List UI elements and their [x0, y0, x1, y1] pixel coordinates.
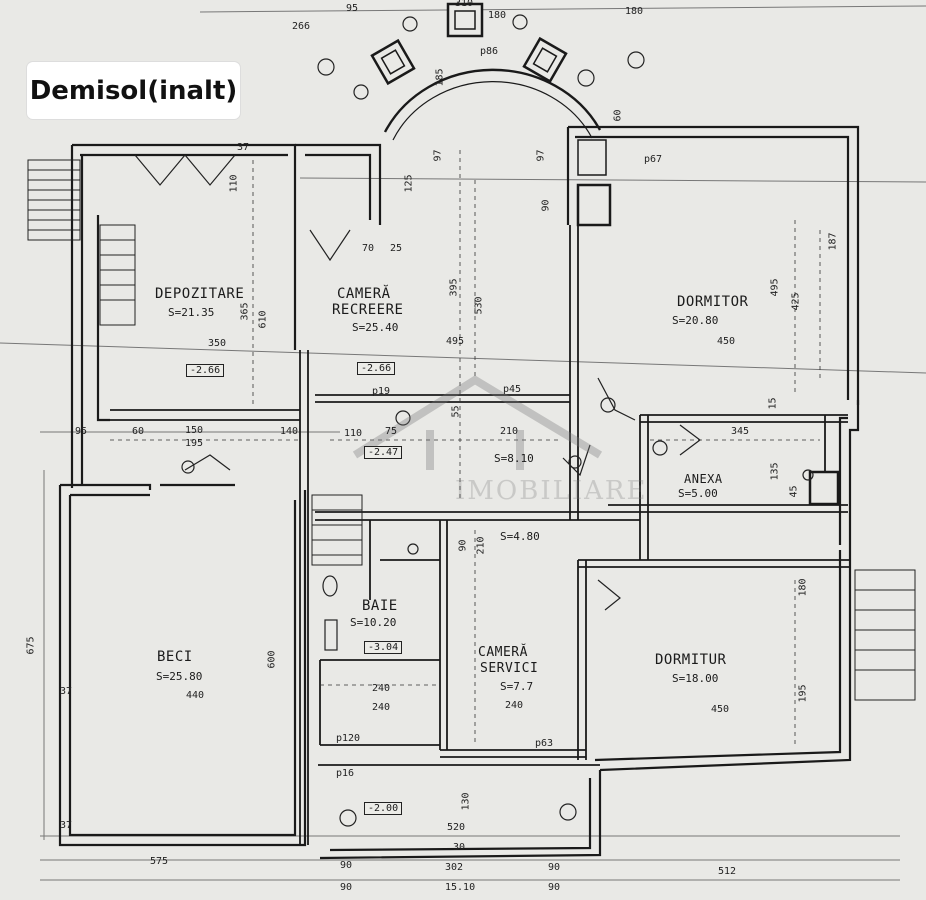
dim-bottom: 15.10: [445, 882, 476, 893]
dim-label: 90: [457, 539, 469, 552]
dim-label: 187: [827, 232, 839, 251]
room-dormitor-area: S=20.80: [672, 314, 719, 327]
dim-label: 240: [505, 700, 524, 711]
dim-bottom: 90: [548, 882, 561, 893]
dim-label: 195: [185, 438, 204, 449]
dim-label: 450: [711, 704, 730, 715]
dim-label: 495: [769, 278, 781, 297]
room-dormitur-label: DORMITUR: [655, 652, 727, 668]
pillar-label: p86: [480, 46, 499, 57]
level-marker: -2.66: [357, 362, 396, 375]
level-marker: -2.00: [364, 802, 403, 815]
dim-bottom: 575: [150, 856, 169, 867]
room-anexa-label: ANEXA: [684, 472, 723, 486]
room-beci-label: BECI: [157, 649, 193, 665]
dim-label: 210: [500, 426, 519, 437]
dim-label: 25: [390, 243, 403, 254]
dim-left: 675: [25, 636, 37, 655]
room-beci-area: S=25.80: [156, 670, 203, 683]
room-baie-label: BAIE: [362, 598, 398, 614]
dim-label: 450: [717, 336, 736, 347]
dim-label: 75: [385, 426, 398, 437]
dim-label: 520: [447, 822, 466, 833]
room-depozitare-area: S=21.35: [168, 306, 215, 319]
dim-label: 125: [403, 174, 415, 193]
dim-label: 185: [434, 68, 446, 87]
dim-bottom: 90: [548, 862, 561, 873]
pillar-label: p67: [644, 154, 663, 165]
dim-label: 95: [75, 426, 88, 437]
room-baie-area: S=10.20: [350, 616, 397, 629]
room-recreere-label-1: CAMERĂ: [337, 286, 391, 302]
dim-label: 90: [540, 199, 552, 212]
pillar-label: p19: [372, 386, 391, 397]
dim-label: 60: [132, 426, 145, 437]
dim-top: 180: [488, 10, 507, 21]
dim-label: 365: [239, 302, 251, 321]
dim-label: 140: [280, 426, 299, 437]
dim-bottom: 90: [340, 882, 353, 893]
dim-top: 266: [292, 21, 311, 32]
dim-label: 425: [790, 292, 802, 311]
dim-top: 180: [625, 6, 644, 17]
dim-label: 110: [344, 428, 363, 439]
room-hol-area: S=8.10: [494, 452, 534, 465]
dim-label: 70: [362, 243, 375, 254]
dim-label: 440: [186, 690, 205, 701]
room-dormitur-area: S=18.00: [672, 672, 719, 685]
dim-left: 37: [60, 820, 73, 831]
level-marker: -2.66: [186, 364, 225, 377]
dim-label: 495: [446, 336, 465, 347]
dim-label: 195: [797, 684, 809, 703]
dim-label: 210: [475, 536, 487, 555]
pillar-label: p120: [336, 733, 361, 744]
dim-label: 345: [731, 426, 750, 437]
dim-left: 37: [60, 686, 73, 697]
floor-level-badge: Demisol(inalt): [27, 62, 240, 119]
dim-label: 60: [612, 109, 624, 122]
dim-label: 150: [185, 425, 204, 436]
dim-label: 37: [237, 142, 250, 153]
dim-label: 110: [228, 174, 240, 193]
room-dormitor-label: DORMITOR: [677, 294, 749, 310]
dim-label: 15: [767, 397, 779, 410]
dim-label: 97: [432, 149, 444, 162]
room-servici-label-2: SERVICI: [480, 661, 539, 676]
dim-label: 395: [448, 278, 460, 297]
pillar-label: p45: [503, 384, 522, 395]
dim-label: 530: [473, 296, 485, 315]
dim-top: 95: [346, 3, 359, 14]
dim-top: 310: [455, 0, 474, 9]
dim-bottom: 90: [340, 860, 353, 871]
dim-label: 350: [208, 338, 227, 349]
dim-label: 180: [797, 578, 809, 597]
dim-label: 610: [257, 310, 269, 329]
dim-label: 55: [450, 405, 462, 418]
room-anexa-area: S=5.00: [678, 487, 718, 500]
dim-label: 600: [266, 650, 278, 669]
room-servici-area: S=7.7: [500, 680, 534, 693]
level-marker: -3.04: [364, 641, 403, 654]
dim-label: 45: [788, 485, 800, 498]
pillar-label: p16: [336, 768, 355, 779]
dim-label: 130: [460, 792, 472, 811]
pillar-label: p63: [535, 738, 554, 749]
room-hol2-area: S=4.80: [500, 530, 540, 543]
dim-label: 240: [372, 702, 391, 713]
dim-label: 135: [769, 462, 781, 481]
room-servici-label-1: CAMERĂ: [478, 645, 528, 660]
dim-bottom: 512: [718, 866, 737, 877]
dim-label: 97: [535, 149, 547, 162]
dim-bottom: 302: [445, 862, 464, 873]
watermark-text: IMOBILIARE: [455, 476, 648, 506]
room-recreere-area: S=25.40: [352, 321, 399, 334]
room-depozitare-label: DEPOZITARE: [155, 286, 245, 302]
level-marker: -2.47: [364, 446, 403, 459]
room-recreere-label-2: RECREERE: [332, 302, 404, 318]
dim-label: 30: [453, 842, 466, 853]
dim-label: 240: [372, 683, 391, 694]
